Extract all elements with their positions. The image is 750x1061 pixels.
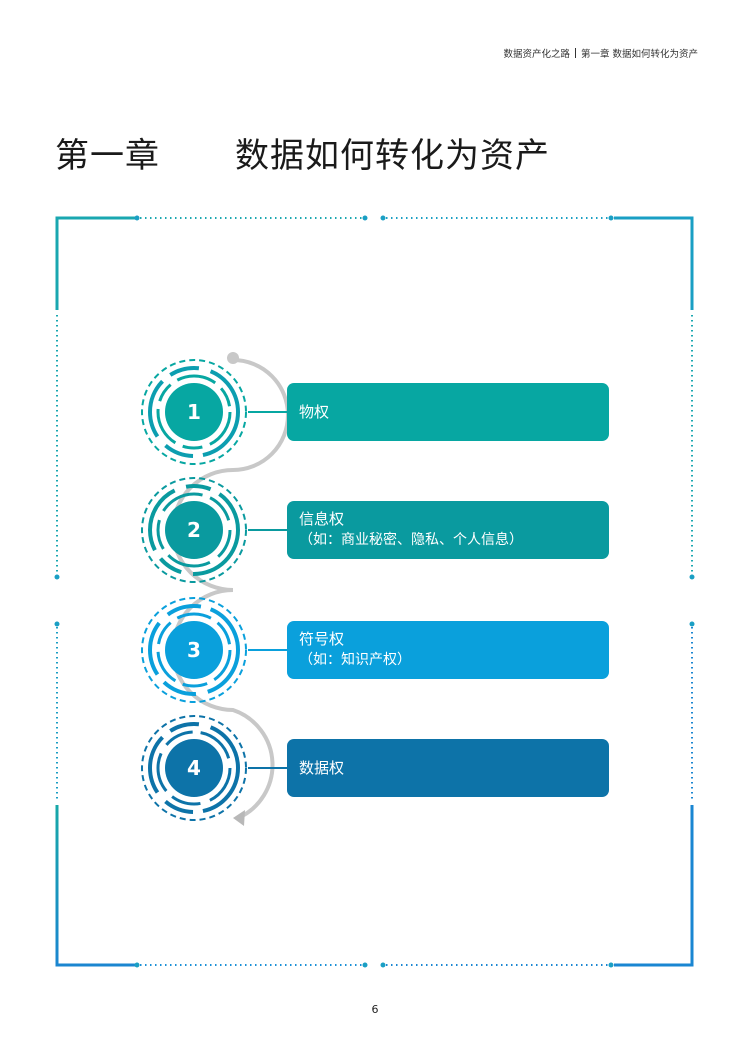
item-3-label: 符号权 — [299, 630, 345, 648]
ring-4 — [141, 715, 247, 821]
chapter-heading: 第一章 数据如何转化为资产 — [55, 128, 550, 177]
frame-corner-bottom-right — [614, 805, 694, 967]
running-header: 数据资产化之路第一章 数据如何转化为资产 — [503, 46, 698, 60]
frame-corner-top-left — [55, 216, 135, 310]
item-1-number: 1 — [187, 400, 201, 424]
item-4-number: 4 — [187, 756, 201, 780]
item-2-label: 信息权 — [299, 510, 345, 528]
item-4-box: 数据权 — [287, 739, 609, 797]
item-2-sublabel: （如：商业秘密、隐私、个人信息） — [299, 532, 523, 548]
chapter-reference: 第一章 数据如何转化为资产 — [580, 49, 698, 60]
item-2-number: 2 — [187, 518, 201, 542]
frame-corner-bottom-left — [55, 805, 135, 967]
page-number: 6 — [371, 1003, 379, 1016]
item-3-number: 3 — [187, 638, 201, 662]
item-1-box: 物权 — [287, 383, 609, 441]
item-1-label: 物权 — [299, 402, 330, 421]
ring-1 — [141, 359, 247, 465]
item-2-box: 信息权 （如：商业秘密、隐私、个人信息） — [287, 501, 609, 559]
frame-corner-top-right — [614, 216, 694, 310]
chapter-title: 数据如何转化为资产 — [235, 136, 550, 176]
ring-3 — [141, 597, 247, 703]
header-separator — [574, 48, 576, 58]
chapter-number: 第一章 — [55, 136, 160, 176]
ring-2 — [141, 477, 247, 583]
item-3-sublabel: （如：知识产权） — [299, 652, 411, 668]
item-4-label: 数据权 — [299, 758, 345, 777]
book-title: 数据资产化之路 — [503, 49, 570, 60]
item-3-box: 符号权 （如：知识产权） — [287, 621, 609, 679]
gray-connector — [171, 352, 290, 826]
